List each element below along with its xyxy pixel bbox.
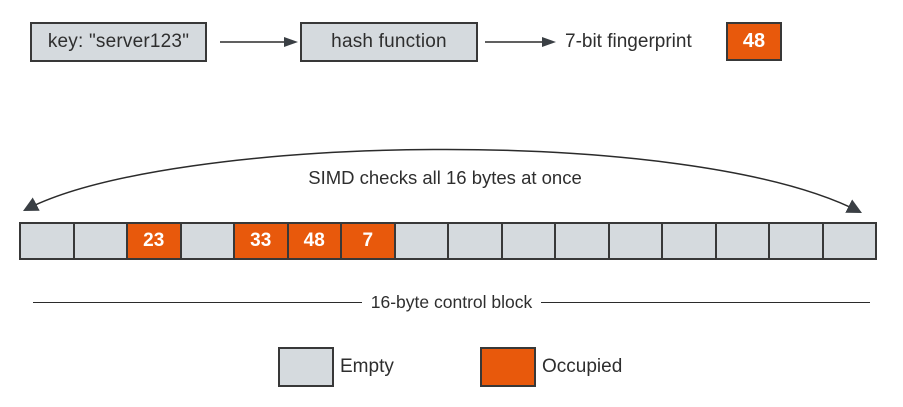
- fingerprint-label: 7-bit fingerprint: [565, 31, 692, 52]
- control-cell-12: [663, 222, 717, 260]
- control-block-row: 23 33 48 7: [19, 222, 877, 260]
- control-cell-14: [770, 222, 824, 260]
- control-cell-8: [449, 222, 503, 260]
- control-cell-4: 33: [235, 222, 289, 260]
- key-box: key: "server123": [30, 22, 207, 62]
- control-cell-0: [19, 222, 75, 260]
- caption-right-rule: [541, 302, 871, 303]
- control-cell-2: 23: [128, 222, 182, 260]
- control-cell-3: [181, 222, 235, 260]
- simd-span-arrow-icon: [23, 148, 862, 214]
- control-cell-1: [74, 222, 128, 260]
- fingerprint-value-box: 48: [726, 22, 782, 61]
- key-box-label: key: "server123": [47, 31, 190, 52]
- control-cell-11: [609, 222, 663, 260]
- hash-function-box: hash function: [300, 22, 478, 62]
- control-cell-6: 7: [342, 222, 396, 260]
- legend-occupied-swatch: [480, 347, 536, 387]
- control-cell-10: [556, 222, 610, 260]
- control-cell-9: [502, 222, 556, 260]
- control-cell-5: 48: [288, 222, 342, 260]
- right-arrow-icon: [485, 37, 556, 47]
- legend-empty-label: Empty: [340, 356, 394, 377]
- simd-caption: SIMD checks all 16 bytes at once: [308, 167, 582, 188]
- caption-left-rule: [33, 302, 362, 303]
- control-cell-7: [395, 222, 449, 260]
- control-cell-13: [716, 222, 770, 260]
- control-cell-15: [823, 222, 877, 260]
- control-block-caption: 16-byte control block: [33, 292, 871, 313]
- control-block-label: 16-byte control block: [370, 292, 533, 312]
- legend: Empty Occupied: [0, 347, 903, 389]
- hash-function-label: hash function: [331, 31, 447, 52]
- legend-empty-swatch: [278, 347, 334, 387]
- legend-occupied-label: Occupied: [542, 356, 623, 377]
- right-arrow-icon: [220, 37, 298, 47]
